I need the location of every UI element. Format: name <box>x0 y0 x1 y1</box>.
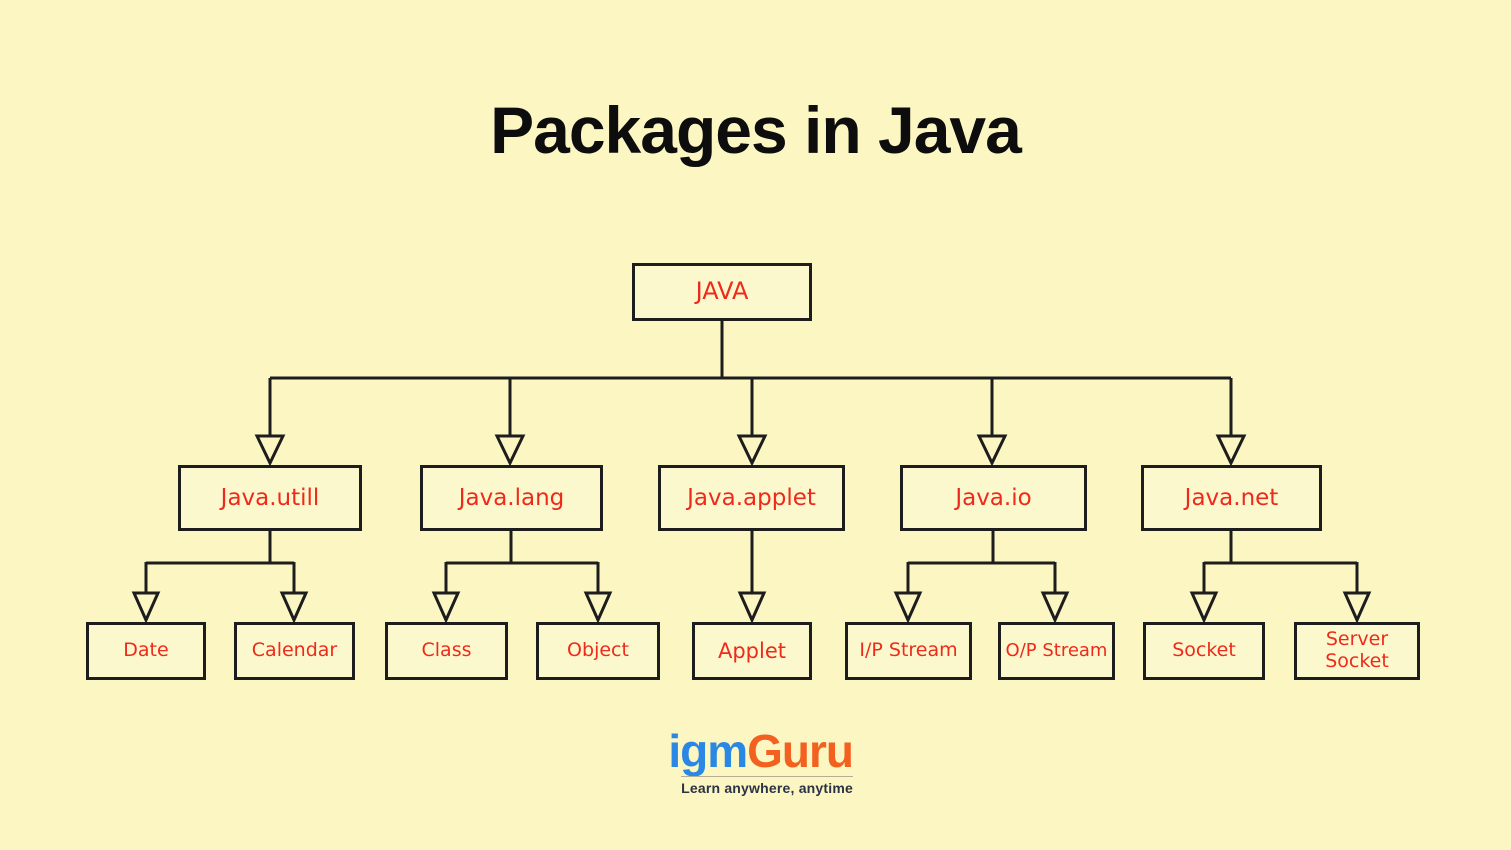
arrow-down-icon <box>583 591 613 624</box>
arrow-down-icon <box>1189 591 1219 624</box>
arrow-down-icon <box>254 434 286 467</box>
node-java-net: Java.net <box>1141 465 1322 531</box>
node-date: Date <box>86 622 206 680</box>
io-branch-line <box>906 530 1057 593</box>
arrow-down-icon <box>131 591 161 624</box>
utill-branch-line <box>144 530 296 593</box>
node-calendar: Calendar <box>234 622 355 680</box>
node-java-utill: Java.utill <box>178 465 362 531</box>
arrow-down-icon <box>736 434 768 467</box>
node-java-applet: Java.applet <box>658 465 845 531</box>
arrow-down-icon <box>893 591 923 624</box>
node-class: Class <box>385 622 508 680</box>
arrow-down-icon <box>737 591 767 624</box>
node-op-stream: O/P Stream <box>998 622 1115 680</box>
node-java: JAVA <box>632 263 812 321</box>
net-branch-line <box>1202 530 1359 593</box>
arrow-down-icon <box>1342 591 1372 624</box>
arrow-down-icon <box>1040 591 1070 624</box>
arrow-down-icon <box>431 591 461 624</box>
node-ip-stream: I/P Stream <box>845 622 972 680</box>
arrow-down-icon <box>494 434 526 467</box>
logo-tagline: Learn anywhere, anytime <box>681 776 853 796</box>
node-applet: Applet <box>692 622 812 680</box>
page-title: Packages in Java <box>490 93 1022 167</box>
node-object: Object <box>536 622 660 680</box>
root-branch-line <box>268 320 1233 436</box>
node-socket: Socket <box>1143 622 1265 680</box>
logo-wordmark: igmGuru <box>668 725 854 777</box>
logo-igm-text: igm <box>668 725 748 777</box>
arrow-down-icon <box>976 434 1008 467</box>
node-java-io: Java.io <box>900 465 1087 531</box>
lang-branch-line <box>444 530 600 593</box>
node-java-lang: Java.lang <box>420 465 603 531</box>
igmguru-logo: igmGuru Learn anywhere, anytime <box>668 725 854 796</box>
arrow-down-icon <box>1215 434 1247 467</box>
logo-guru-text: Guru <box>747 725 854 777</box>
arrow-down-icon <box>279 591 309 624</box>
node-server-socket: Server Socket <box>1294 622 1420 680</box>
